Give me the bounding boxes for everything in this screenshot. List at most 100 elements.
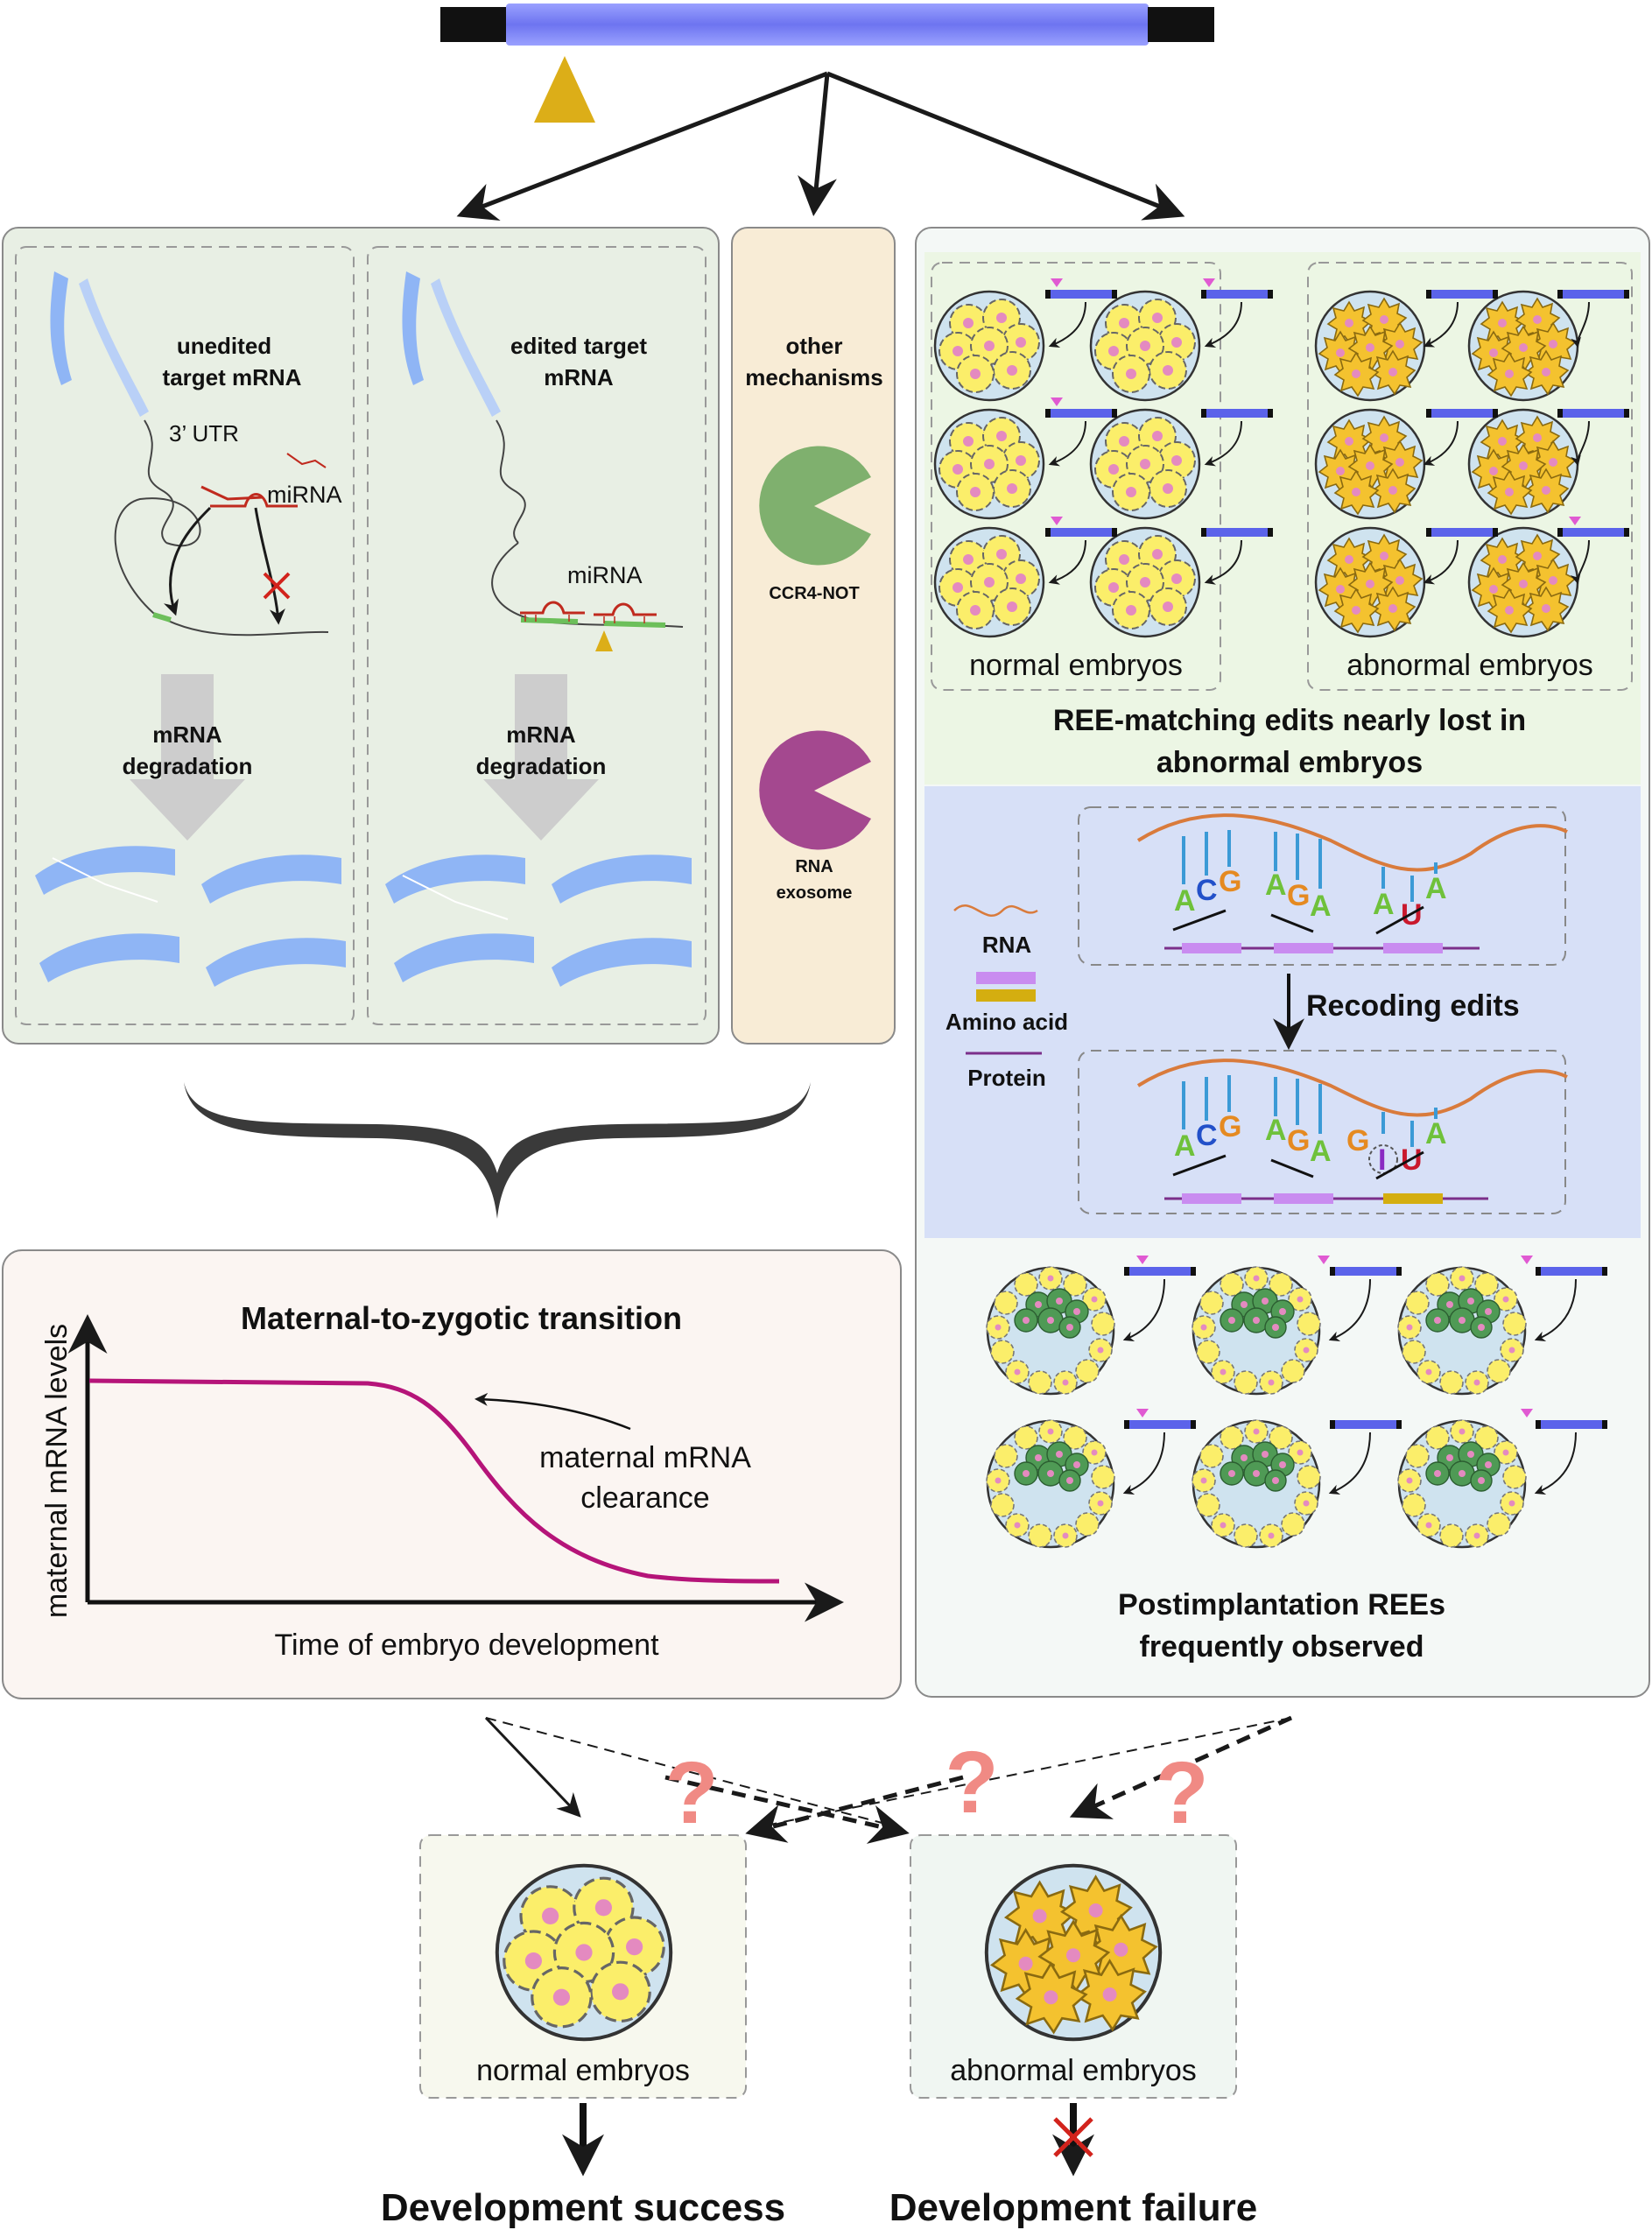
recoding-top-box — [1078, 806, 1566, 966]
codons-top — [1182, 830, 1438, 902]
split-arrows — [456, 71, 1185, 222]
normal-mini-bars — [1045, 278, 1273, 585]
recoding-bottom-box — [1078, 1050, 1566, 1214]
recoding-label: Recoding edits — [1306, 989, 1520, 1023]
legend-rna: RNA — [982, 932, 1032, 958]
development-failure: Development failure — [889, 2186, 1258, 2229]
edit-site-marker — [534, 56, 595, 123]
rna-strand-top — [1136, 813, 1568, 872]
degradation-arrow-2 — [483, 674, 599, 841]
codon-bottom-3-b: I — [1378, 1143, 1386, 1177]
mirna-label-2: miRNA — [567, 562, 643, 588]
codon-lines-top — [1172, 905, 1424, 935]
unedited-mrna-drawing — [50, 271, 329, 637]
codon-bottom-2-a: A — [1265, 1114, 1287, 1147]
annotation-2: clearance — [580, 1481, 709, 1515]
legend-amino-icon-2 — [976, 989, 1036, 1002]
x-axis-label: Time of embryo development — [274, 1629, 659, 1662]
unedited-subpanel — [15, 246, 355, 1025]
blastocyst-mini-bars — [1122, 1256, 1607, 1495]
exosome-label-2: exosome — [777, 883, 853, 903]
codon-top-3-c: A — [1425, 872, 1447, 905]
edited-title-2: mRNA — [544, 364, 614, 390]
degradation-label-2b: degradation — [476, 753, 607, 779]
codons-bottom — [1182, 1075, 1438, 1147]
mirna-panel — [2, 227, 720, 1045]
annotation-arrow — [475, 1392, 631, 1431]
legend-amino-acid: Amino acid — [946, 1009, 1068, 1035]
post-title-1: Postimplantation REEs — [1118, 1588, 1445, 1621]
degradation-label-1a: mRNA — [152, 721, 222, 748]
ree-title-2: abnormal embryos — [1156, 746, 1423, 779]
legend-rna-icon — [953, 904, 1038, 917]
edited-mrna-drawing — [402, 271, 684, 628]
normal-outcome-label: normal embryos — [476, 2054, 690, 2087]
protein-bottom — [1164, 1193, 1488, 1204]
abnormal-mini-bars — [1423, 290, 1629, 585]
degradation-label-2a: mRNA — [506, 721, 576, 748]
chart-title: Maternal-to-zygotic transition — [241, 1300, 682, 1336]
y-axis-label: maternal mRNA levels — [40, 1324, 74, 1618]
codon-bottom-2-b: G — [1287, 1124, 1310, 1157]
post-title-2: frequently observed — [1140, 1630, 1424, 1664]
bottom-arrows — [484, 1715, 1293, 1844]
codon-top-1-b: C — [1196, 874, 1218, 907]
development-success: Development success — [381, 2186, 785, 2229]
curly-brace — [184, 1082, 811, 1219]
codon-bottom-1-b: C — [1196, 1119, 1218, 1152]
codon-top-2-a: A — [1265, 869, 1287, 902]
abnormal-group-label: abnormal embryos — [1346, 649, 1593, 682]
abnormal-outcome-label: abnormal embryos — [950, 2054, 1197, 2087]
codon-top-3-a: A — [1373, 888, 1395, 921]
mzt-chart-panel — [2, 1249, 902, 1699]
abnormal-embryo-large — [987, 1866, 1160, 2039]
annotation-1: maternal mRNA — [539, 1441, 751, 1474]
recoding-section — [924, 786, 1641, 1238]
block-x-icon — [263, 572, 291, 600]
codon-bottom-3-a: G — [1346, 1124, 1369, 1157]
ccr4-label: CCR4-NOT — [769, 584, 859, 603]
codon-bottom-1-c: G — [1219, 1110, 1241, 1143]
degradation-arrow-1 — [130, 674, 245, 841]
codon-top-2-b: G — [1287, 879, 1310, 912]
codon-bottom-3-d: A — [1425, 1117, 1447, 1150]
rna-strand-bottom — [1136, 1059, 1568, 1117]
other-mechanisms-panel — [731, 227, 896, 1045]
normal-group-label: normal embryos — [969, 649, 1183, 682]
question-mark-1: ? — [664, 1744, 718, 1842]
degraded-fragments-1 — [35, 846, 346, 987]
ree-title-1: REE-matching edits nearly lost in — [1053, 704, 1526, 737]
codon-lines-bottom — [1172, 1150, 1424, 1180]
abnormal-group-box — [1307, 262, 1633, 691]
codon-bottom-1-a: A — [1174, 1129, 1196, 1163]
question-mark-2: ? — [945, 1734, 998, 1832]
mid-title-2: mechanisms — [745, 364, 883, 390]
legend-amino-icon-1 — [976, 972, 1036, 984]
codon-top-2-c: A — [1310, 890, 1332, 923]
mirna-label-1: miRNA — [267, 482, 342, 508]
rna-exosome-icon — [759, 730, 871, 850]
codon-bottom-2-c: A — [1310, 1135, 1332, 1168]
unedited-title-1: unedited — [177, 333, 271, 359]
edited-title-1: edited target — [510, 333, 647, 359]
exosome-label-1: RNA — [795, 857, 833, 876]
question-mark-3: ? — [1155, 1744, 1208, 1842]
failure-x-icon — [1053, 2117, 1093, 2157]
mrna-clearance-curve — [88, 1378, 780, 1584]
normal-group-box — [931, 262, 1221, 691]
utr-label: 3’ UTR — [169, 420, 239, 447]
ccr4-not-icon — [759, 446, 871, 566]
legend-protein: Protein — [967, 1065, 1046, 1091]
codon-top-1-a: A — [1174, 884, 1196, 918]
gene-bar — [440, 4, 1214, 46]
degradation-label-1b: degradation — [123, 753, 253, 779]
mid-title-1: other — [786, 333, 843, 359]
normal-embryo-large — [497, 1866, 671, 2039]
protein-top — [1164, 943, 1480, 953]
edited-subpanel — [367, 246, 706, 1025]
unedited-title-2: target mRNA — [163, 364, 302, 390]
codon-top-1-c: G — [1219, 865, 1241, 898]
edit-site-marker-small — [595, 630, 613, 651]
degraded-fragments-2 — [385, 855, 692, 987]
